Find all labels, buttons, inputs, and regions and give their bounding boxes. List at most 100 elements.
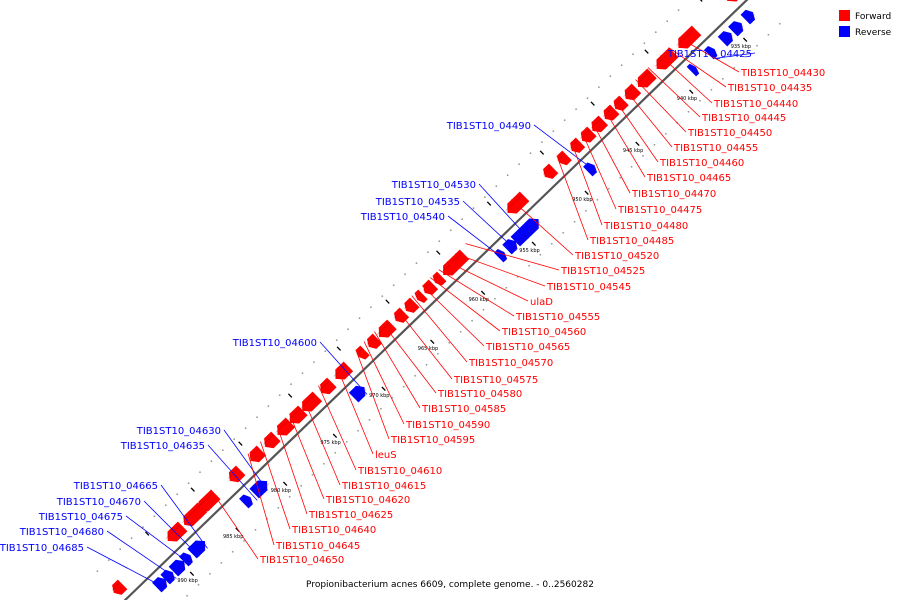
gene-label-forward: TIB1ST10_04480 xyxy=(603,221,688,232)
tick-mark xyxy=(585,191,588,195)
gene-label-reverse: TIB1ST10_04675 xyxy=(38,512,123,523)
gene-label-forward: TIB1ST10_04445 xyxy=(701,113,786,124)
gene-label-forward: TIB1ST10_04650 xyxy=(259,555,344,566)
gene-label-forward: TIB1ST10_04485 xyxy=(589,236,674,247)
label-connector xyxy=(636,80,687,132)
tick-mark xyxy=(283,482,286,486)
gene-arrow xyxy=(508,192,529,213)
label-connector xyxy=(625,90,672,147)
gene-label-forward: TIB1ST10_04460 xyxy=(659,158,744,169)
gene-label-forward: TIB1ST10_04470 xyxy=(631,189,716,200)
gene-label-forward: TIB1ST10_04450 xyxy=(687,128,772,139)
label-connector xyxy=(126,516,191,564)
tick-mark xyxy=(190,572,193,576)
gene-label-forward: TIB1ST10_04435 xyxy=(727,83,812,94)
forward-swatch xyxy=(839,10,850,21)
gene-label-forward: TIB1ST10_04430 xyxy=(740,68,825,79)
tick-mark xyxy=(743,38,746,42)
gene-label-forward: TIB1ST10_04555 xyxy=(515,312,600,323)
tick-mark xyxy=(540,151,543,155)
gene-label-forward: TIB1ST10_04475 xyxy=(617,205,702,216)
tick-mark xyxy=(481,291,484,295)
tick-mark xyxy=(591,102,594,106)
legend: Forward Reverse xyxy=(839,10,892,38)
tick-label: 950 kbp xyxy=(572,197,592,203)
label-connector xyxy=(319,386,357,470)
gene-arrow xyxy=(229,466,245,482)
gene-label-forward: TIB1ST10_04585 xyxy=(421,404,506,415)
gene-arrow xyxy=(320,378,336,394)
tick-mark xyxy=(645,50,648,54)
tick-mark xyxy=(386,300,389,304)
gene-label-reverse: TIB1ST10_04600 xyxy=(232,338,317,349)
map-caption: Propionibacterium acnes 6609, complete g… xyxy=(306,580,594,590)
gene-label-forward: TIB1ST10_04620 xyxy=(325,495,410,506)
tick-mark xyxy=(690,90,693,94)
gene-arrow xyxy=(168,522,187,541)
gene-arrow xyxy=(679,26,701,48)
gene-label-forward: ulaD xyxy=(530,297,553,308)
gene-arrow xyxy=(302,392,321,411)
tick-mark xyxy=(288,394,291,398)
gene-label-forward: TIB1ST10_04570 xyxy=(468,358,553,369)
gene-arrow xyxy=(543,164,558,179)
gene-arrow xyxy=(250,446,266,462)
tick-label: 955 kbp xyxy=(519,248,539,254)
gene-label-reverse: TIB1ST10_04685 xyxy=(0,543,84,554)
gene-features xyxy=(112,0,755,595)
tick-mark xyxy=(191,488,194,492)
tick-mark xyxy=(699,0,702,1)
gene-arrow xyxy=(638,69,656,87)
gene-label-forward: TIB1ST10_04520 xyxy=(574,251,659,262)
gene-label-reverse: TIB1ST10_04540 xyxy=(360,212,445,223)
gene-label-forward: TIB1ST10_04595 xyxy=(390,435,475,446)
tick-label: 980 kbp xyxy=(271,488,291,494)
tick-mark xyxy=(532,242,535,246)
tick-mark xyxy=(487,202,490,206)
gene-label-forward: TIB1ST10_04560 xyxy=(501,327,586,338)
gene-label-reverse: TIB1ST10_04535 xyxy=(375,197,460,208)
label-connector xyxy=(479,184,529,238)
legend-reverse: Reverse xyxy=(855,28,892,38)
label-connector xyxy=(87,547,166,588)
label-connector xyxy=(412,296,467,362)
gene-label-forward: TIB1ST10_04580 xyxy=(437,389,522,400)
gene-label-forward: TIB1ST10_04465 xyxy=(646,173,731,184)
gene-label-forward: TIB1ST10_04610 xyxy=(357,466,442,477)
gene-arrow xyxy=(405,298,420,313)
tick-label: 960 kbp xyxy=(469,297,489,303)
tick-label: 940 kbp xyxy=(677,96,697,102)
gene-label-reverse: TIB1ST10_04630 xyxy=(136,426,221,437)
gene-arrow xyxy=(727,0,745,1)
tick-mark xyxy=(333,434,336,438)
gene-label-forward: TIB1ST10_04565 xyxy=(485,342,570,353)
tick-label: 985 kbp xyxy=(223,534,243,540)
tick-mark xyxy=(636,142,639,146)
gene-label-forward: TIB1ST10_04545 xyxy=(546,282,631,293)
label-connector xyxy=(447,262,528,301)
tick-mark xyxy=(437,251,440,255)
gene-label-forward: TIB1ST10_04640 xyxy=(291,525,376,536)
gene-label-reverse: TIB1ST10_04665 xyxy=(73,481,158,492)
gene-label-reverse: TIB1ST10_04635 xyxy=(120,441,205,452)
label-connector xyxy=(605,110,646,177)
gene-label-forward: TIB1ST10_04455 xyxy=(673,143,758,154)
gene-arrow xyxy=(741,10,755,24)
gene-label-reverse: TIB1ST10_04670 xyxy=(56,497,141,508)
gene-label-forward: TIB1ST10_04615 xyxy=(341,481,426,492)
gene-label-forward: leuS xyxy=(375,450,397,461)
tick-mark xyxy=(382,387,385,391)
gene-label-reverse: TIB1ST10_04530 xyxy=(391,180,476,191)
gene-label-forward: TIB1ST10_04440 xyxy=(713,99,798,110)
gene-label-forward: TIB1ST10_04525 xyxy=(560,266,645,277)
gene-label-forward: TIB1ST10_04625 xyxy=(308,510,393,521)
label-connector xyxy=(397,310,452,379)
gene-label-reverse: TIB1ST10_04680 xyxy=(19,527,104,538)
genome-backbone xyxy=(120,0,752,600)
gene-label-forward: TIB1ST10_04645 xyxy=(275,541,360,552)
tick-mark xyxy=(239,442,242,446)
tick-mark xyxy=(337,347,340,351)
